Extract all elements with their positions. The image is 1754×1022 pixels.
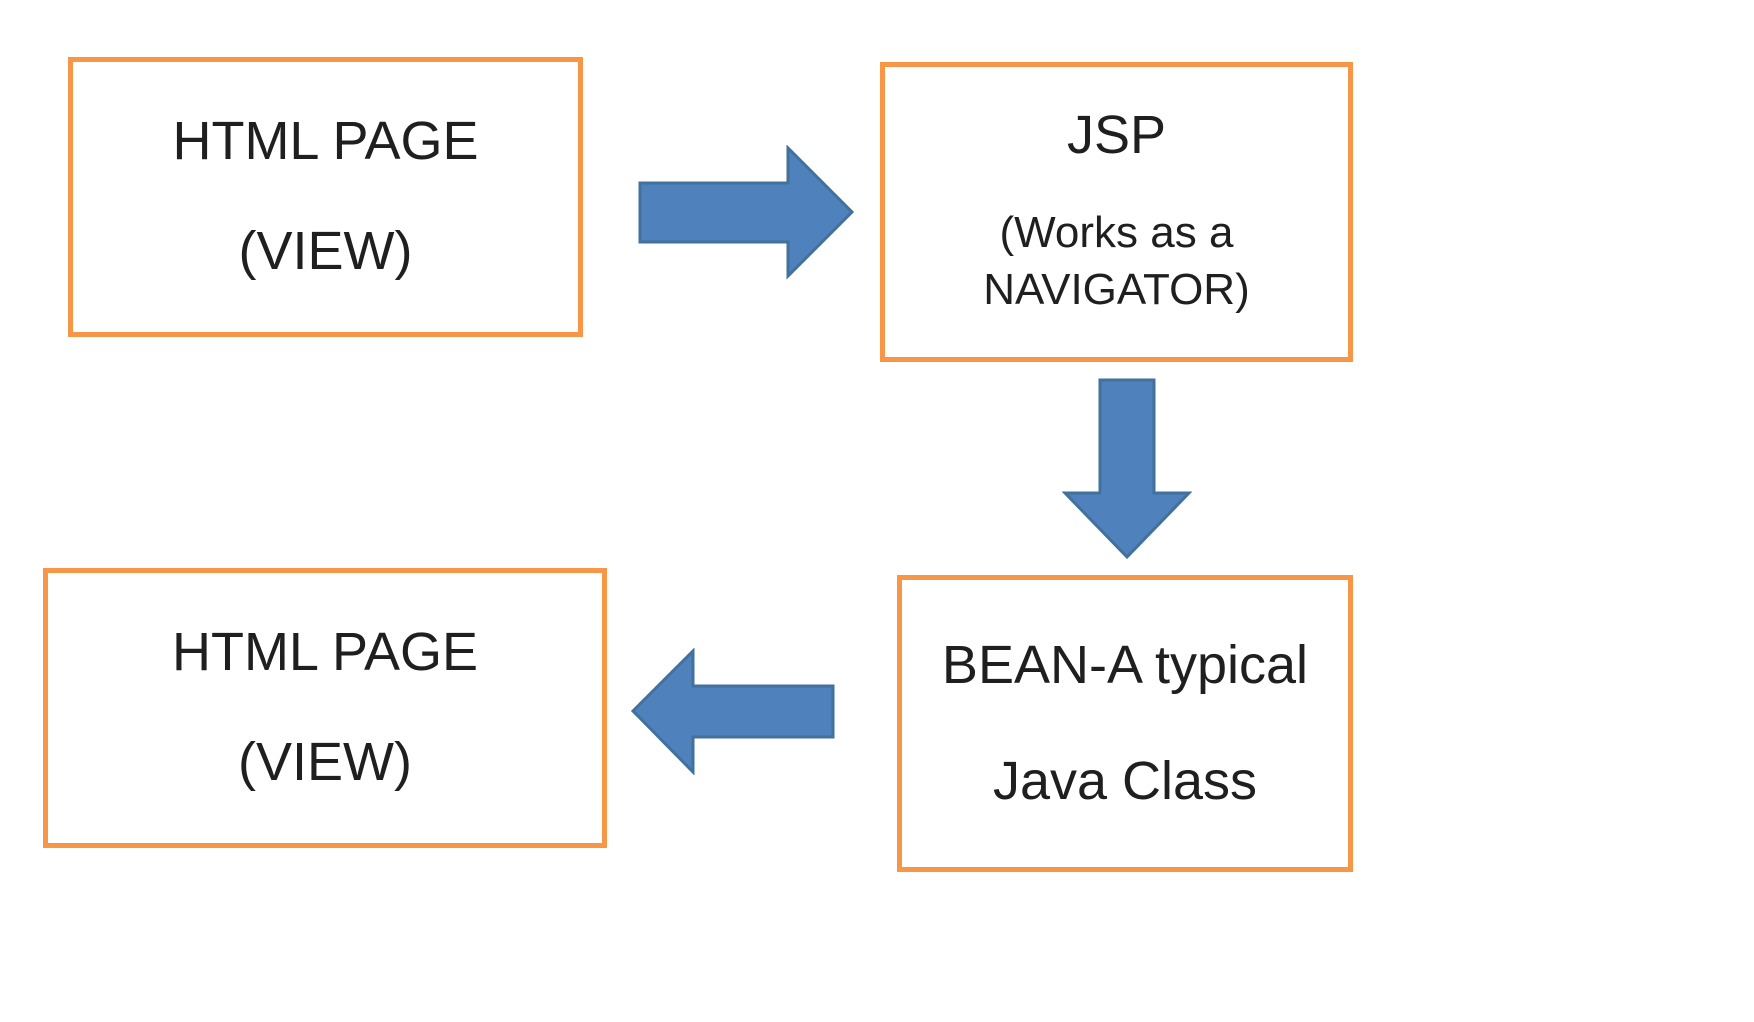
box-title-text: HTML PAGE	[172, 111, 479, 172]
box-html-page-view-top: HTML PAGE (VIEW)	[68, 57, 583, 337]
box-title-text: BEAN-A typical	[941, 635, 1309, 696]
arrow-down-icon	[1061, 378, 1193, 565]
box-html-page-view-bottom: HTML PAGE (VIEW)	[43, 568, 607, 848]
box-subtitle-text: (VIEW)	[238, 732, 412, 793]
box-subtitle-text: (VIEW)	[238, 221, 413, 282]
box-jsp-navigator: JSP (Works as a NAVIGATOR)	[880, 62, 1353, 362]
box-subtitle-block: (Works as a NAVIGATOR)	[983, 204, 1249, 318]
box-subtitle-text: NAVIGATOR)	[983, 265, 1250, 315]
box-title-text: HTML PAGE	[171, 622, 479, 683]
box-subtitle-text: Java Class	[992, 750, 1258, 811]
arrow-right-icon	[638, 144, 855, 285]
box-bean-java-class: BEAN-A typical Java Class	[897, 575, 1353, 872]
arrow-left-icon	[630, 647, 835, 780]
box-subtitle-text: (Works as a	[999, 207, 1234, 257]
box-title-text: JSP	[1066, 104, 1167, 165]
